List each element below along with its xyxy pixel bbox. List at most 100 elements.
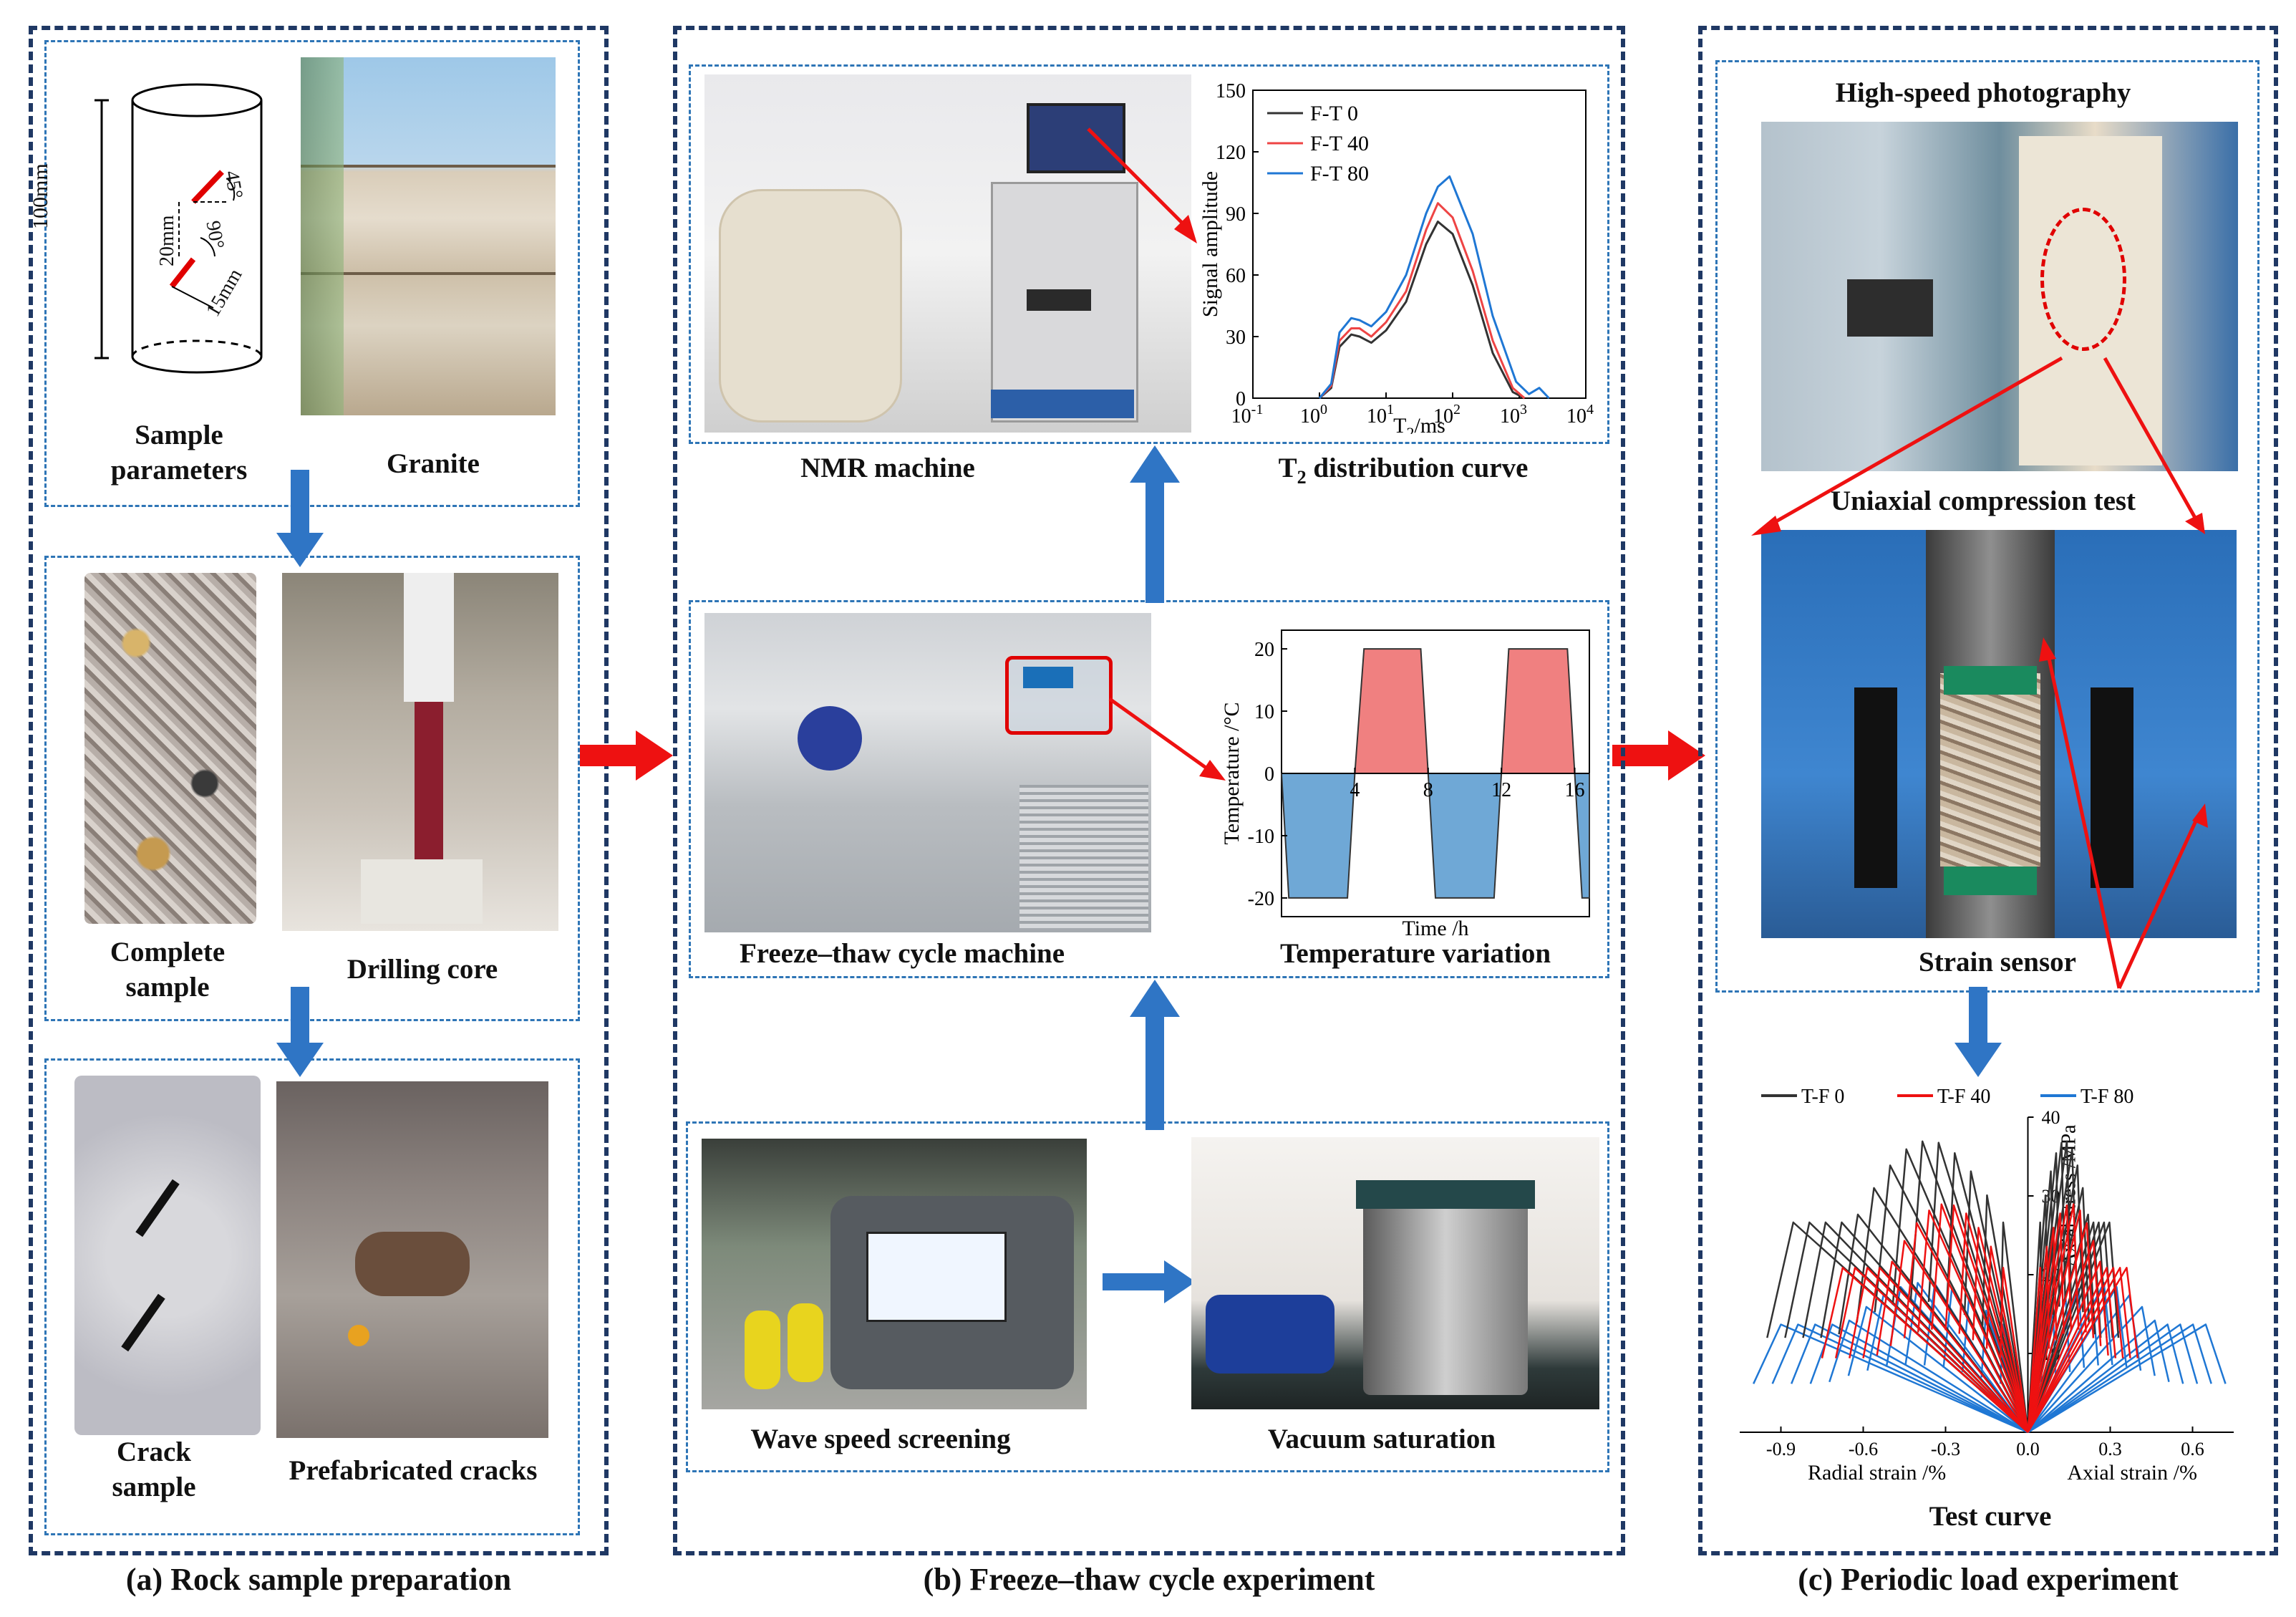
test-radial-loop xyxy=(1958,1212,2029,1433)
test-radial-loop xyxy=(1862,1267,2029,1433)
sample-schematic xyxy=(95,83,263,374)
temperature-variation-label: Temperature variation xyxy=(1279,938,1551,969)
test-radial-loop xyxy=(1944,1204,2029,1433)
t2-plot-frame xyxy=(1252,90,1587,399)
test-xlabel-left: Radial strain /% xyxy=(1808,1461,1946,1485)
test-radial-loop xyxy=(1917,1210,2029,1433)
prefabricated-cracks-label: Prefabricated cracks xyxy=(289,1455,538,1486)
test-axial-loop xyxy=(2027,1323,2199,1434)
test-legend-label: T-F 40 xyxy=(1937,1086,1990,1108)
test-legend-label: T-F 80 xyxy=(2081,1086,2133,1108)
drilling-core-label: Drilling core xyxy=(347,954,498,985)
test-radial-loop xyxy=(1876,1260,2029,1433)
test-radial-loop xyxy=(1999,1267,2029,1433)
test-radial-loop xyxy=(1889,1240,2029,1433)
drilling-core-photo xyxy=(282,573,558,931)
vacuum-saturation-photo xyxy=(1191,1137,1599,1409)
temp-xtick-label: 16 xyxy=(1565,779,1585,801)
panel-c-frame xyxy=(1698,26,2278,1555)
dim-crack-len-label: 20mm xyxy=(156,215,178,266)
strain-sensor-photo xyxy=(1761,530,2237,938)
panel-c-caption: (c) Periodic load experiment xyxy=(1798,1562,2179,1597)
uniaxial-label: Uniaxial compression test xyxy=(1830,486,2136,516)
arrow-c-down xyxy=(1954,987,2002,1077)
vacuum-saturation-label: Vacuum saturation xyxy=(1267,1424,1496,1454)
t2-ytick-label: 150 xyxy=(1216,80,1246,102)
t2-legend-label: F-T 80 xyxy=(1310,162,1369,185)
test-radial-loop xyxy=(1927,1141,2029,1433)
test-axial-loop xyxy=(2027,1227,2058,1433)
wave-speed-label: Wave speed screening xyxy=(750,1424,1011,1454)
temp-ytick-label: 10 xyxy=(1254,701,1274,723)
t2-xtick-label: 101 xyxy=(1367,402,1394,428)
sample-parameters-label: Sample parameters xyxy=(110,420,248,486)
temp-xtick-label: 8 xyxy=(1423,779,1433,801)
test-axial-loop xyxy=(2027,1204,2073,1433)
t2-curve-sub: 2 xyxy=(1297,466,1307,488)
dim-angle1-label: 45° xyxy=(220,169,247,201)
t2-series-line xyxy=(1318,202,1526,400)
t2-ytick-label: 0 xyxy=(1236,388,1246,410)
temp-xtick-label: 4 xyxy=(1350,779,1360,801)
test-radial-loop xyxy=(1981,1194,2029,1433)
test-axial-loop xyxy=(2027,1323,2184,1433)
t2-ytick-label: 120 xyxy=(1216,142,1246,164)
temp-ytick-label: 0 xyxy=(1264,763,1274,786)
test-xtick-label: 0.0 xyxy=(2016,1439,2040,1459)
test-axial-loop xyxy=(2027,1260,2109,1433)
test-xtick-label: 0.3 xyxy=(2098,1439,2122,1459)
freeze-thaw-machine-photo xyxy=(704,613,1151,932)
dim-angle2-label: 90° xyxy=(201,219,228,251)
dim-height-label: 100mm xyxy=(29,163,52,229)
complete-sample-photo xyxy=(84,573,256,924)
test-xlabel-right: Axial strain /% xyxy=(2067,1461,2197,1485)
t2-series-line xyxy=(1318,175,1550,400)
arrow-b-to-c xyxy=(1612,730,1705,781)
test-axial-loop xyxy=(2027,1267,2139,1433)
complete-sample-label: Complete sample xyxy=(110,937,226,1003)
arrow-a2 xyxy=(276,987,324,1077)
arrow-b-up1 xyxy=(1130,445,1180,603)
test-radial-loop xyxy=(1972,1227,2029,1433)
test-axial-loop xyxy=(2027,1267,2131,1433)
panel-a-box2 xyxy=(44,556,580,1021)
ft-pointer-arrow xyxy=(1108,697,1226,781)
test-legend-label: T-F 0 xyxy=(1801,1086,1844,1108)
test-axial-loop xyxy=(2027,1240,2102,1433)
t2-xtick-label: 104 xyxy=(1566,402,1594,428)
t2-xlabel: T2/ms xyxy=(1393,414,1445,434)
test-axial-loop xyxy=(2027,1319,2170,1433)
arrow-b-up2 xyxy=(1130,980,1180,1130)
strain-pointer-arrows xyxy=(1751,356,2208,990)
test-radial-loop xyxy=(1985,1245,2029,1433)
test-radial-loop xyxy=(1849,1267,2029,1433)
temp-area xyxy=(1501,648,1576,774)
crack-sample-label: Crack sample xyxy=(112,1437,196,1502)
t2-curve-rest: distribution curve xyxy=(1306,453,1529,483)
arrow-a-to-b xyxy=(580,730,673,781)
t2-xtick-label: 10-1 xyxy=(1231,402,1264,428)
t2-xtick-label: 100 xyxy=(1300,402,1327,428)
test-ytick-label: 40 xyxy=(2042,1107,2060,1128)
panel-a-box3 xyxy=(44,1058,580,1535)
nmr-machine-photo xyxy=(704,74,1191,433)
test-radial-loop xyxy=(1834,1267,2029,1433)
t2-curve-t: T xyxy=(1278,453,1297,483)
test-axial-loop xyxy=(2027,1267,2117,1433)
temp-ytick-label: -20 xyxy=(1248,888,1274,910)
panel-a-frame xyxy=(29,26,609,1555)
temp-area xyxy=(1354,648,1429,774)
temp-area xyxy=(1280,773,1356,899)
test-radial-loop xyxy=(1963,1170,2029,1433)
crack-sample-photo xyxy=(74,1076,261,1435)
granite-photo xyxy=(301,57,556,415)
panel-b-frame xyxy=(673,26,1625,1555)
panel-b-caption: (b) Freeze–thaw cycle experiment xyxy=(923,1562,1375,1597)
t2-series-line xyxy=(1319,221,1526,400)
test-radial-loop xyxy=(1904,1282,2029,1433)
temp-ytick-label: 20 xyxy=(1254,639,1274,661)
t2-curve-label: T2 distribution curve xyxy=(1246,451,1561,489)
